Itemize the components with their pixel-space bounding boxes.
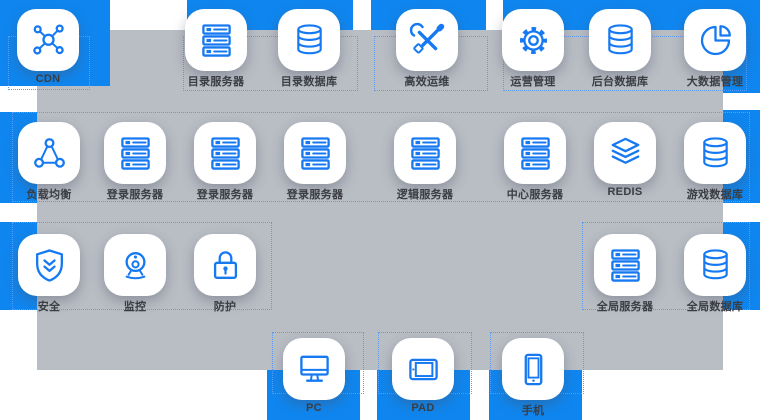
node-label: CDN [35, 73, 61, 85]
node-label: 登录服务器 [196, 189, 254, 201]
node-label: 逻辑服务器 [396, 189, 454, 201]
cdn-network-icon [30, 22, 67, 59]
node-label: 负载均衡 [26, 189, 72, 201]
server-rack-icon [117, 135, 154, 172]
node-label: 运营管理 [510, 76, 556, 88]
node-security: 安全 [18, 234, 80, 313]
group-outline-core [12, 112, 750, 202]
node-backend-database: 后台数据库 [589, 9, 651, 88]
server-rack-icon [207, 135, 244, 172]
diagram-canvas [37, 30, 723, 370]
node-label: 目录服务器 [187, 76, 245, 88]
node-label: 登录服务器 [106, 189, 164, 201]
node-label: 登录服务器 [286, 189, 344, 201]
node-label: 全局服务器 [596, 301, 654, 313]
pie-chart-icon [697, 22, 734, 59]
node-label: 后台数据库 [591, 76, 649, 88]
group-outline-global [582, 222, 750, 310]
node-logic-server: 逻辑服务器 [394, 122, 456, 201]
node-label: 监控 [123, 301, 147, 313]
gear-icon [515, 22, 552, 59]
node-directory-database: 目录数据库 [278, 9, 340, 88]
node-global-server: 全局服务器 [594, 234, 656, 313]
node-load-balancer: 负载均衡 [18, 122, 80, 201]
phone-icon [515, 351, 552, 388]
server-rack-icon [198, 22, 235, 59]
node-global-database: 全局数据库 [684, 234, 746, 313]
load-balancer-icon [31, 135, 68, 172]
node-redis: REDIS [594, 122, 656, 198]
node-label: 大数据管理 [686, 76, 744, 88]
server-rack-icon [517, 135, 554, 172]
node-label: 安全 [37, 301, 61, 313]
node-login-server-3: 登录服务器 [284, 122, 346, 201]
lock-icon [207, 247, 244, 284]
node-center-server: 中心服务器 [504, 122, 566, 201]
database-icon [602, 22, 639, 59]
node-label: 全局数据库 [686, 301, 744, 313]
layers-icon [607, 135, 644, 172]
node-label: 手机 [521, 405, 545, 417]
shield-icon [31, 247, 68, 284]
node-protection: 防护 [194, 234, 256, 313]
node-login-server-1: 登录服务器 [104, 122, 166, 201]
server-rack-icon [297, 135, 334, 172]
node-management: 运营管理 [502, 9, 564, 88]
node-label: 高效运维 [404, 76, 450, 88]
node-pad: PAD [392, 338, 454, 414]
tablet-icon [405, 351, 442, 388]
database-icon [697, 247, 734, 284]
node-game-database: 游戏数据库 [684, 122, 746, 201]
group-outline-security [12, 222, 272, 310]
database-icon [291, 22, 328, 59]
node-ops: 高效运维 [396, 9, 458, 88]
group-outline-directory [183, 36, 358, 91]
node-label: 游戏数据库 [686, 189, 744, 201]
node-label: 目录数据库 [280, 76, 338, 88]
database-icon [697, 135, 734, 172]
node-bigdata: 大数据管理 [684, 9, 746, 88]
desktop-icon [296, 351, 333, 388]
webcam-icon [117, 247, 154, 284]
node-login-server-2: 登录服务器 [194, 122, 256, 201]
server-rack-icon [607, 247, 644, 284]
node-label: 中心服务器 [506, 189, 564, 201]
node-monitor: 监控 [104, 234, 166, 313]
node-label: PC [306, 402, 322, 414]
node-label: PAD [411, 402, 435, 414]
node-label: REDIS [607, 186, 643, 198]
node-directory-server: 目录服务器 [185, 9, 247, 88]
node-pc: PC [283, 338, 345, 414]
server-rack-icon [407, 135, 444, 172]
node-label: 防护 [213, 301, 237, 313]
node-cdn: CDN [17, 9, 79, 85]
tools-icon [409, 22, 446, 59]
node-phone: 手机 [502, 338, 564, 417]
